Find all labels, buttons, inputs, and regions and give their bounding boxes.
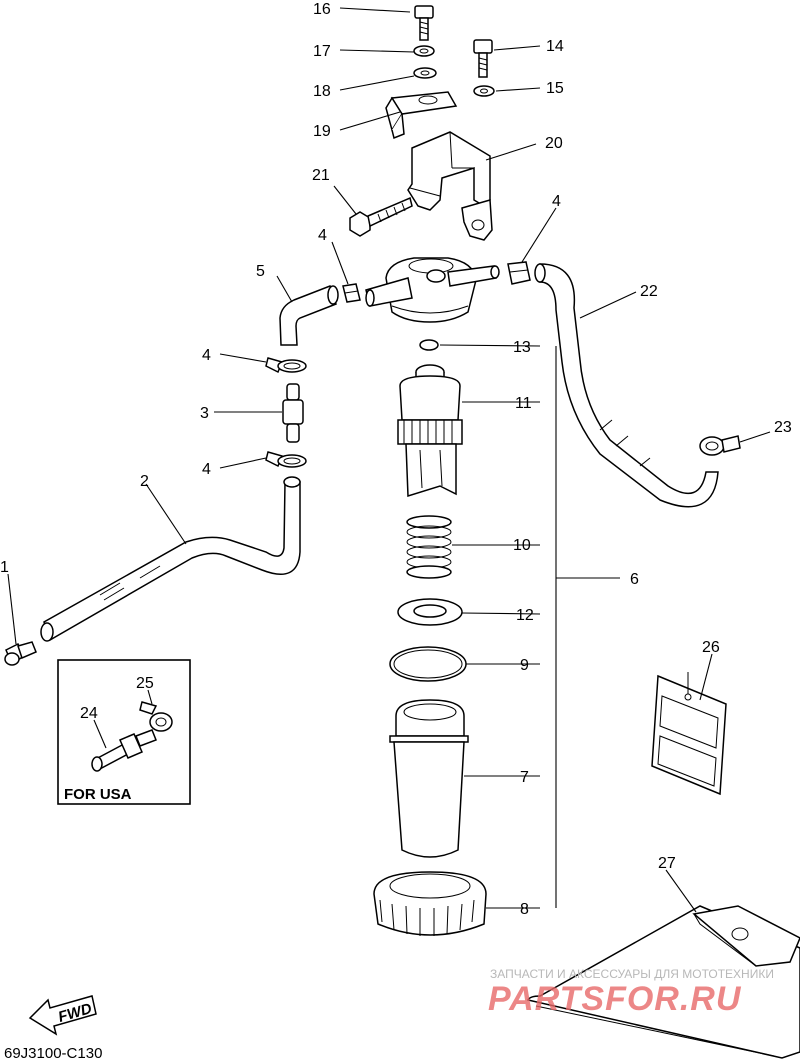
callout-9: 9: [520, 657, 529, 674]
callout-4-left-lower: 4: [202, 461, 211, 478]
part-25-clip: [139, 701, 173, 732]
part-15-washer: [473, 85, 495, 97]
part-11-element-holder: [397, 364, 463, 498]
callout-4-left-top: 4: [202, 347, 211, 364]
part-7-cup: [389, 699, 469, 858]
callout-4-upper-middle: 4: [318, 227, 327, 244]
part-26-label: [651, 672, 727, 796]
callout-6: 6: [630, 571, 639, 588]
part-9-o-ring: [389, 646, 467, 682]
callout-labels: 16 17 18 19 14 15 20 21 5 4 4 22 13 11 1…: [0, 1, 792, 918]
part-3-joint: [282, 383, 304, 443]
part-17-spring-washer: [413, 45, 435, 57]
callout-25: 25: [136, 675, 154, 692]
callout-14: 14: [546, 38, 564, 55]
callout-16: 16: [313, 1, 331, 18]
callout-13: 13: [513, 339, 531, 356]
callout-19: 19: [313, 123, 331, 140]
part-21-bolt: [349, 196, 413, 237]
callout-20: 20: [545, 135, 563, 152]
callout-2: 2: [140, 473, 149, 490]
callout-15: 15: [546, 80, 564, 97]
callout-11: 11: [515, 395, 532, 412]
part-5-hose: [279, 285, 339, 346]
callout-1: 1: [0, 559, 9, 576]
callout-17: 17: [313, 43, 331, 60]
part-27-bag: [526, 905, 800, 1059]
callout-24: 24: [80, 705, 98, 722]
part-8-ring-nut: [373, 871, 487, 936]
callout-8: 8: [520, 901, 529, 918]
callout-5: 5: [256, 263, 265, 280]
callout-27: 27: [658, 855, 676, 872]
callout-22: 22: [640, 283, 658, 300]
part-24-joint: [91, 729, 157, 772]
watermark: ЗАПЧАСТИ И АКСЕССУАРЫ ДЛЯ МОТОТЕХНИКИ PA…: [488, 967, 774, 1018]
inset-title: FOR USA: [64, 786, 132, 803]
part-2-hose: [40, 476, 301, 642]
callout-21: 21: [312, 167, 330, 184]
part-18-washer: [413, 67, 437, 79]
inset-frame: [57, 659, 191, 805]
part-23-clip: [699, 435, 741, 456]
part-10-spring: [406, 515, 452, 579]
fwd-arrow: FWD: [28, 995, 97, 1036]
callout-26: 26: [702, 639, 720, 656]
part-4-clip-left-top: [265, 357, 307, 374]
callout-10: 10: [513, 537, 531, 554]
part-4-clip-left-lower: [265, 451, 307, 468]
inset-for-usa: FOR USA: [57, 659, 191, 805]
callout-18: 18: [313, 83, 331, 100]
part-6-filter-head: [365, 257, 500, 323]
watermark-logo-text: PARTSFOR.RU: [488, 980, 742, 1018]
part-14-bolt: [473, 39, 493, 78]
callout-4-upper-right: 4: [552, 193, 561, 210]
leader-lines: [7, 7, 771, 913]
part-20-bracket: [407, 131, 493, 241]
watermark-tagline: ЗАПЧАСТИ И АКСЕССУАРЫ ДЛЯ МОТОТЕХНИКИ: [490, 967, 774, 981]
part-13-o-ring: [419, 339, 439, 351]
part-22-hose: [534, 263, 719, 508]
callout-3: 3: [200, 405, 209, 422]
callout-23: 23: [774, 419, 792, 436]
part-12-gasket: [397, 598, 463, 626]
callout-12: 12: [516, 607, 534, 624]
part-19-plate: [385, 91, 458, 140]
part-4-clip-upper-middle: [342, 283, 361, 303]
diagram-code: 69J3100-C130: [4, 1045, 102, 1060]
part-16-bolt: [414, 5, 434, 41]
part-4-clip-upper-right: [507, 261, 531, 285]
part-1-plug: [4, 641, 37, 666]
callout-7: 7: [520, 769, 529, 786]
